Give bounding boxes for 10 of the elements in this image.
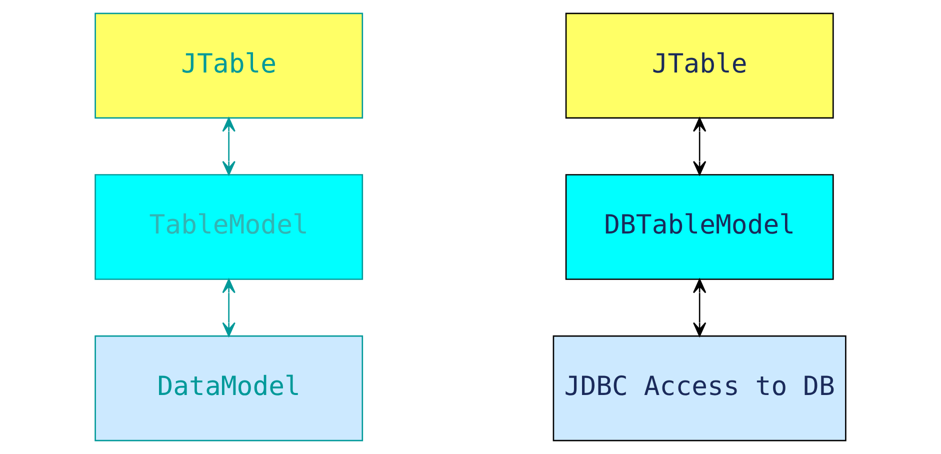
node-box: DataModel <box>94 335 364 442</box>
arrow <box>222 278 236 337</box>
node-box: TableModel <box>94 174 364 280</box>
node-box: DBTableModel <box>565 174 834 280</box>
arrow <box>692 117 706 176</box>
node-box: JDBC Access to DB <box>552 335 846 442</box>
arrow <box>222 117 236 176</box>
node-box: JTable <box>565 12 834 119</box>
node-box: JTable <box>94 12 364 119</box>
arrow <box>692 278 706 337</box>
